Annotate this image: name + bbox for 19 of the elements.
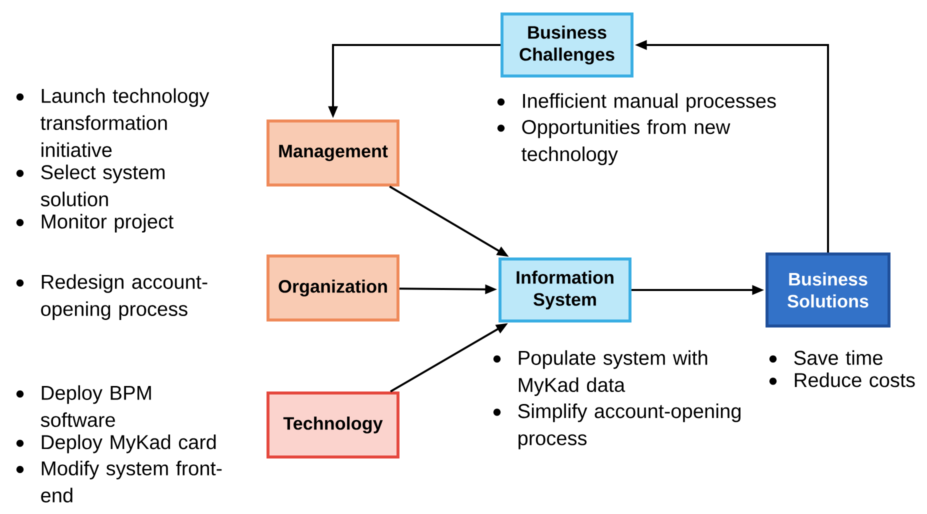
bullet-item: Deploy MyKad card (16, 434, 216, 454)
bullet-item: Monitor project (16, 214, 174, 233)
process-box: Business Solutions (766, 252, 890, 328)
bullet-item: Modify system front-end (16, 460, 222, 502)
process-box: Organization (266, 254, 400, 322)
bullet-item: Opportunities from new technology (497, 119, 730, 166)
bullet-item: Save time (769, 350, 882, 365)
bullet-item: Deploy BPM software (16, 385, 151, 428)
bullet-item: Redesign account-opening process (16, 274, 208, 320)
bullet-item: Launch technology transformation initiative (16, 88, 210, 158)
process-box: Business Challenges (500, 12, 634, 78)
bullet-item: Reduce costs (769, 372, 915, 388)
bullet-item: Simplify account-opening process (493, 404, 740, 450)
bullet-item: Populate system with MyKad data (493, 350, 708, 396)
process-box: Technology (266, 392, 400, 458)
bullet-item: Inefficient manual processes (497, 93, 776, 112)
process-box: Management (266, 120, 400, 186)
bullet-item: Select system solution (16, 164, 165, 206)
process-box: Information System (498, 258, 632, 322)
